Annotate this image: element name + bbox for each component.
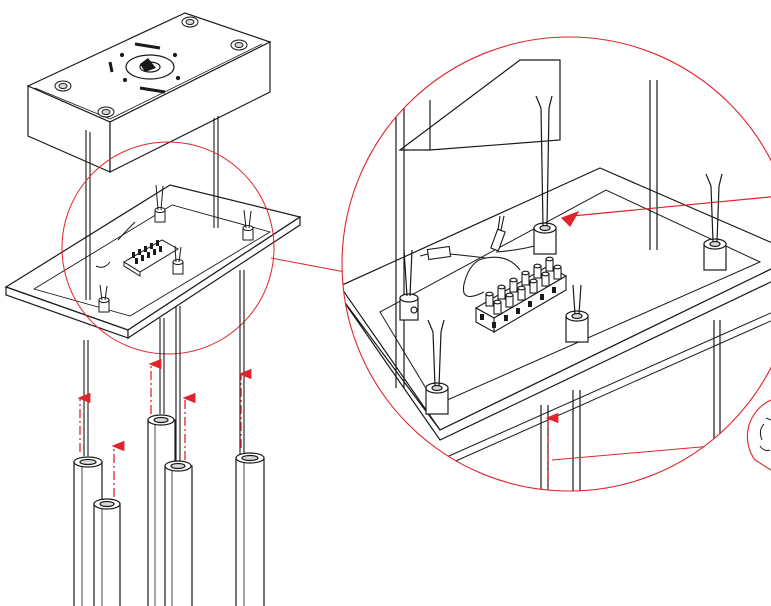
cable-gland-icon (533, 95, 557, 255)
screw-icon (54, 80, 72, 92)
canopy-screws (54, 16, 248, 118)
detail-leader-line (270, 257, 346, 273)
cable-gland-icon (703, 173, 727, 271)
callout-pointer (560, 195, 771, 227)
cable-gland-icon (98, 297, 110, 313)
terminal-block-icon (123, 239, 179, 277)
tube-sleeve-icon (93, 498, 121, 606)
terminal-block-icon (474, 256, 568, 333)
screw-icon (181, 16, 199, 28)
cable-gland-icon (565, 284, 589, 343)
detail-callout-large (341, 36, 771, 492)
cable-gland-icon (399, 249, 419, 321)
cable-gland-icon (154, 207, 166, 223)
canopy-box (26, 12, 272, 173)
wire-connector-detail (419, 215, 535, 298)
support-rods (85, 116, 219, 300)
screw-icon (230, 39, 248, 51)
mounting-plate-detail (342, 167, 771, 441)
small-detail-contents (95, 184, 254, 313)
cable-gland-icon (242, 225, 254, 241)
secondary-detail-partial (746, 399, 771, 471)
detail-callout-small (61, 141, 275, 355)
screw-icon (97, 106, 115, 118)
tube-sleeve-icon (235, 452, 265, 606)
magnified-detail (342, 37, 771, 491)
tube-sleeves (73, 414, 265, 606)
tube-sleeve-icon (164, 460, 193, 606)
insertion-arrows (77, 358, 252, 497)
cable-gland-icon (425, 319, 449, 415)
cable-gland-icon (172, 259, 184, 275)
